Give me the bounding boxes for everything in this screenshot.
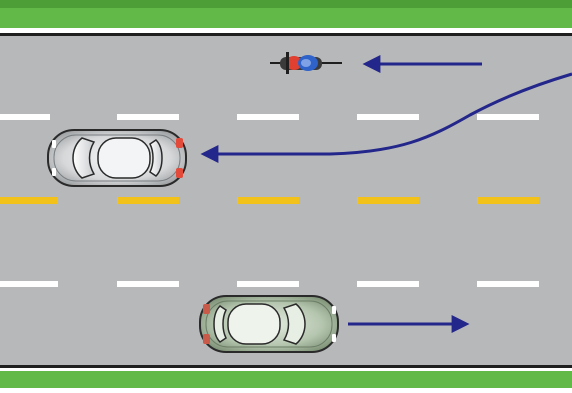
road-edge-bottom [0,365,572,368]
road-edge-top [0,33,572,36]
green-car-icon [200,296,338,352]
gray-car-icon [48,130,186,186]
grass-top-shade [0,0,572,8]
grass-bottom [0,370,572,388]
road-shoulder-bottom [0,368,572,371]
